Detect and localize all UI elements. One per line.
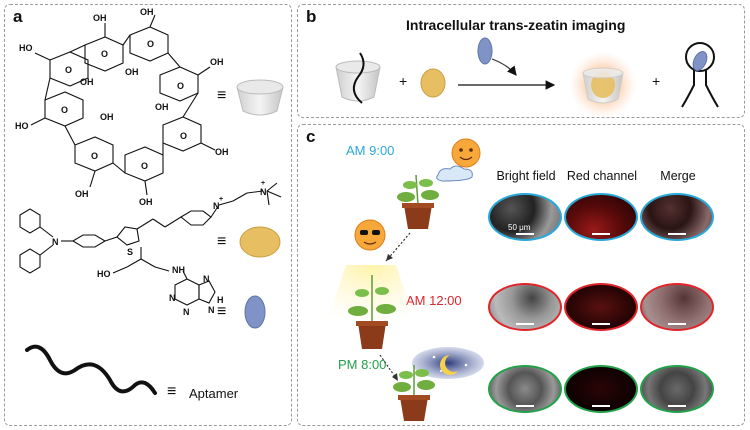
smiling-sun-icon [451, 138, 481, 168]
aptamer-label: Aptamer [189, 386, 239, 401]
svg-text:+: + [219, 196, 223, 203]
panel-b-label: b [306, 7, 317, 26]
column-header-bright-field: Bright field [496, 169, 556, 183]
svg-text:O: O [61, 105, 68, 115]
svg-text:OH: OH [215, 147, 229, 157]
scale-bar [668, 405, 686, 407]
svg-text:OH: OH [125, 67, 139, 77]
svg-text:OH: OH [75, 189, 89, 199]
scale-bar [516, 233, 534, 235]
scale-bar [668, 233, 686, 235]
svg-text:OH: OH [93, 13, 107, 23]
moon-icon [440, 355, 458, 375]
svg-text:OH: OH [139, 197, 153, 207]
time-label-am-9: AM 9:00 [346, 143, 395, 158]
potted-plant-1 [397, 174, 439, 229]
panel-a-label: a [13, 7, 23, 26]
svg-text:HO: HO [19, 43, 33, 53]
scale-bar [668, 323, 686, 325]
scale-bar [516, 323, 534, 325]
svg-text:+: + [261, 180, 265, 187]
scale-bar-label: 50 μm [508, 223, 531, 232]
scale-bar [516, 405, 534, 407]
plus-sign: + [399, 73, 408, 89]
trans-zeatin-structure [112, 247, 216, 306]
time-label-am-12: AM 12:00 [406, 293, 462, 308]
svg-text:S: S [127, 247, 133, 257]
dye-structure [19, 182, 282, 274]
svg-text:NH: NH [172, 265, 185, 275]
dye-icon [239, 226, 281, 258]
panel-a: a OH OH OH OH OH OH HO HO [4, 4, 292, 426]
night-sky-icon [412, 347, 484, 379]
svg-text:OH: OH [140, 7, 154, 17]
equivalence-symbol: ≡ [217, 233, 227, 250]
svg-text:OH: OH [155, 102, 169, 112]
svg-text:N: N [213, 201, 220, 211]
equivalence-symbol: ≡ [217, 303, 227, 320]
svg-text:H: H [217, 295, 224, 305]
svg-text:O: O [147, 39, 154, 49]
svg-text:O: O [65, 65, 72, 75]
cloud-icon [436, 165, 473, 182]
aptamer-strand [25, 344, 157, 395]
svg-text:O: O [91, 151, 98, 161]
panel-b-title: Intracellular trans-zeatin imaging [406, 17, 626, 33]
equivalence-symbol: ≡ [167, 383, 177, 400]
svg-text:N: N [208, 305, 215, 315]
plant-illustrations [326, 138, 484, 421]
svg-text:O: O [101, 49, 108, 59]
scale-bar [592, 233, 610, 235]
svg-text:O: O [180, 131, 187, 141]
panel-c: c Bright field Red channel Merge AM 9:00… [297, 124, 745, 426]
cyclodextrin-structure: OH OH OH OH OH OH HO HO O O O O O O O O … [15, 7, 282, 317]
potted-plant-3 [393, 365, 435, 421]
svg-text:OH: OH [80, 77, 94, 87]
svg-text:N: N [183, 307, 190, 317]
scale-bar [592, 323, 610, 325]
svg-text:N: N [169, 293, 176, 303]
potted-plant-2 [348, 275, 396, 349]
svg-text:OH: OH [210, 57, 224, 67]
equivalence-symbol: ≡ [217, 87, 227, 104]
time-label-pm-8: PM 8:00 [338, 357, 387, 372]
svg-text:HO: HO [15, 121, 29, 131]
svg-text:O: O [177, 81, 184, 91]
column-header-red-channel: Red channel [566, 169, 638, 183]
zeatin-icon [244, 295, 266, 329]
svg-text:HO: HO [97, 269, 111, 279]
plus-sign: + [652, 73, 661, 89]
panel-c-label: c [306, 127, 316, 146]
scale-bar [592, 405, 610, 407]
svg-text:OH: OH [100, 112, 114, 122]
svg-text:N: N [52, 237, 59, 247]
svg-text:N: N [260, 187, 267, 197]
imaging-scheme [335, 37, 719, 119]
panel-b: b Intracellular trans-zeatin imaging [297, 4, 745, 119]
column-header-merge: Merge [660, 169, 696, 183]
cyclodextrin-icon [236, 79, 284, 116]
svg-text:O: O [141, 161, 148, 171]
sunglasses-sun-icon [354, 219, 386, 251]
svg-text:N: N [203, 274, 210, 284]
